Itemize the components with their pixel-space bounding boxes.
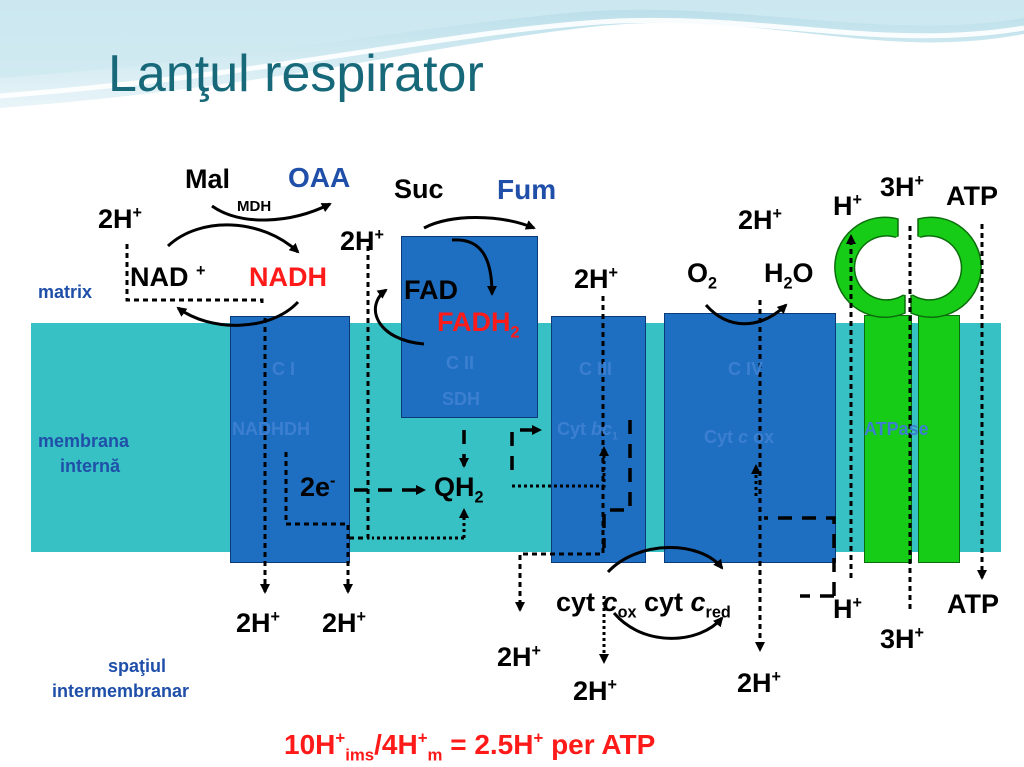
fad-label: FAD (404, 275, 458, 305)
fumarate-label: Fum (497, 174, 557, 205)
arc-mal-to-oaa (211, 202, 332, 222)
water-label: H2O (764, 258, 814, 293)
arc-cyt-c-oxidation (606, 546, 724, 574)
ubiquinol-label: QH2 (434, 472, 484, 507)
nad-label: NAD + (130, 262, 206, 292)
region-ims-label-1: spaţiul (108, 656, 167, 676)
succinate-label: Suc (394, 174, 444, 204)
cytochrome-c-label: cyt cox cyt cred (556, 587, 731, 622)
complex-ii-proton-arrow (372, 510, 464, 540)
arc-nad-to-nadh (166, 223, 300, 254)
header-wave-decoration (0, 0, 1024, 108)
complex-ii-proton-in-label: 2H+ (340, 226, 384, 256)
complex-iii-enzyme: Cyt bc1 (557, 419, 619, 443)
region-ims-label-2: intermembranar (52, 681, 190, 701)
complex-i-proton-out-label: 2H+ (236, 608, 280, 638)
complex-i-proton-in-label: 2H+ (98, 204, 142, 234)
atpase-right-column (918, 315, 960, 563)
nadh-to-complex-i (125, 244, 264, 306)
mdh-label: MDH (237, 198, 272, 215)
electron-flow-qh2-to-complex-iii (510, 425, 542, 470)
complex-iv-proton-in-label: 2H+ (738, 205, 782, 235)
oxaloacetate-label: OAA (288, 162, 351, 193)
stoichiometry-equation: 10H+ims/4H+m = 2.5H+ per ATP (284, 728, 656, 765)
oxygen-label: O2 (687, 258, 718, 293)
electron-flow-complex-iii-to-cyt-c (602, 420, 632, 548)
complex-iv-box (664, 313, 836, 563)
atpase-3h-in-label: 3H+ (880, 172, 924, 202)
complex-i-box (230, 316, 350, 563)
complex-ii-proton-out-label: 2H+ (322, 608, 366, 638)
complex-iii-proton-in (515, 296, 605, 612)
electrons-label: 2e- (300, 472, 336, 502)
complex-i-name: C I (272, 359, 296, 379)
complex-ii-name: C II (446, 353, 475, 373)
arc-fadh2-reoxidation (374, 288, 425, 346)
complex-iii-proton-in-label: 2H+ (574, 264, 618, 294)
complex-iii-box (551, 316, 646, 563)
malate-label: Mal (185, 164, 231, 194)
complex-ii-enzyme: SDH (442, 389, 481, 409)
nadh-label: NADH (249, 262, 327, 292)
atpase-h-out-label: H+ (833, 594, 862, 624)
complex-i-proton-in (348, 246, 370, 540)
slide-title: Lanţul respirator (108, 45, 484, 103)
complex-iii-name: C III (579, 359, 613, 379)
region-membrane-label-1: membrana (38, 431, 130, 451)
region-membrane-label-2: internă (60, 456, 121, 476)
electron-flow-qh2-to-cyt-bc1 (512, 446, 609, 488)
atp-ims-label: ATP (947, 589, 999, 619)
arc-nadh-reoxidation (176, 300, 300, 327)
atpase-left-column (864, 315, 912, 563)
complex-i-proton-out-arrow-b (284, 452, 353, 594)
atp-synthase-head (834, 216, 982, 318)
complex-iv-enzyme: Cyt c ox (704, 427, 775, 447)
complex-iv-proton-out-label: 2H+ (737, 668, 781, 698)
atpase-name: ATPase (864, 419, 929, 439)
complex-iv-name: C IV (728, 359, 764, 379)
atp-matrix-label: ATP (946, 181, 998, 211)
arc-cyt-c-reduction (612, 612, 724, 640)
arc-suc-to-fum (423, 216, 536, 230)
complex-i-enzyme: NADHDH (232, 419, 310, 439)
arc-fad-reduction (451, 238, 497, 296)
electron-flow-cyt-c-to-complex-iv (764, 516, 836, 598)
atpase-h-in-label: H+ (833, 191, 862, 221)
arc-oxygen-reduction (704, 303, 788, 326)
fadh2-label: FADH2 (437, 307, 520, 342)
complex-ii-box (401, 236, 538, 418)
atpase-3h-out-label: 3H+ (880, 624, 924, 654)
region-matrix-label: matrix (38, 282, 93, 302)
complex-iii-proton-out-label-b: 2H+ (573, 676, 617, 706)
complex-iii-proton-out-label-a: 2H+ (497, 642, 541, 672)
